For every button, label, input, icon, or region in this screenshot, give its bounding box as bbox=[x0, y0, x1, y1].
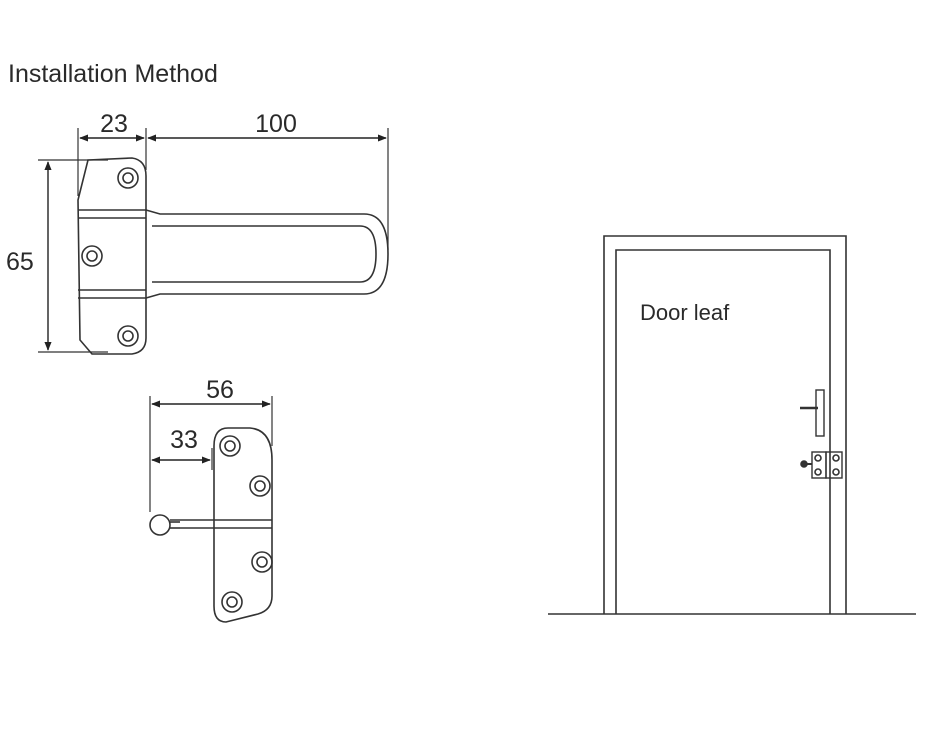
dimension-label-100: 100 bbox=[255, 110, 297, 138]
door-drawing bbox=[548, 235, 916, 615]
dimension-label-56: 56 bbox=[206, 376, 234, 404]
door-leaf-label: Door leaf bbox=[640, 300, 730, 325]
dimension-label-65: 65 bbox=[6, 248, 34, 276]
dimension-guard-width: 23 bbox=[77, 110, 147, 196]
door-latch-drawing bbox=[149, 427, 273, 623]
dimension-latch-width: 56 bbox=[149, 376, 273, 512]
diagram-title: Installation Method bbox=[8, 60, 218, 88]
dimension-label-33: 33 bbox=[170, 426, 198, 454]
dimension-label-23: 23 bbox=[100, 110, 128, 138]
dimension-guard-height: 65 bbox=[6, 159, 108, 353]
dimension-arm-length: 100 bbox=[147, 110, 389, 250]
door-guard-drawing bbox=[77, 157, 389, 355]
dimension-latch-offset: 33 bbox=[151, 426, 213, 470]
